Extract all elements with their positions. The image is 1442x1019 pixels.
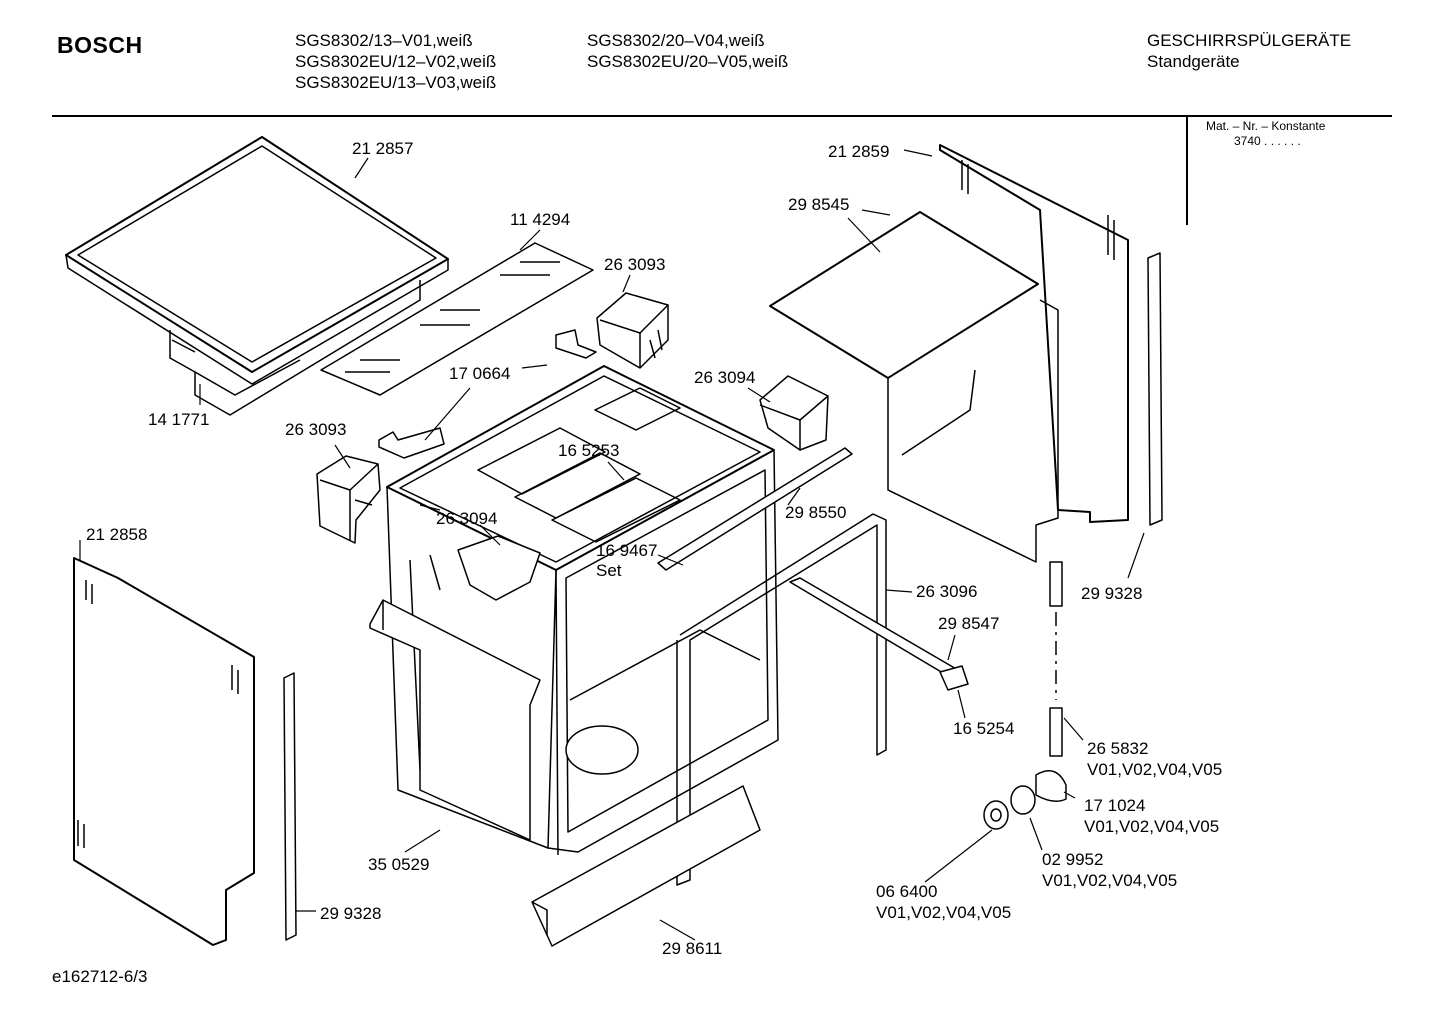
seal-part: [657, 447, 853, 571]
cover-part: [457, 535, 541, 601]
part-label: 26 5832: [1087, 739, 1149, 758]
bracket-part: [378, 329, 597, 459]
side-strip-part: [283, 672, 297, 941]
cover-part: [316, 455, 381, 544]
side-panel-part: [939, 144, 1129, 523]
part-label: 26 3093: [285, 420, 347, 439]
part-label: 16 9467: [596, 541, 658, 560]
cover-part: [759, 375, 829, 451]
part-label: 29 8611: [662, 939, 723, 958]
part-label: 17 1024: [1084, 796, 1146, 815]
part-label: V01,V02,V04,V05: [1087, 760, 1223, 779]
part-label: 02 9952: [1042, 850, 1104, 869]
part-label: 26 3094: [436, 509, 498, 528]
category-title: GESCHIRRSPÜLGERÄTE: [1147, 31, 1352, 50]
part-label: V01,V02,V04,V05: [876, 903, 1012, 922]
mat-divider: [1186, 117, 1188, 225]
header-rule: [52, 115, 1392, 117]
model-list-1: SGS8302/13–V01,weiß SGS8302EU/12–V02,wei…: [295, 30, 496, 93]
part-label: 26 3093: [604, 255, 666, 274]
part-label: V01,V02,V04,V05: [1042, 871, 1178, 890]
hose-part: [983, 561, 1067, 830]
part-label: 29 8547: [938, 614, 1000, 633]
part-label: 21 2858: [86, 525, 148, 544]
leader-lines: [79, 149, 1145, 941]
part-label: 11 4294: [510, 210, 571, 229]
front-panel-part: [369, 599, 541, 841]
part-label: 14 1771: [148, 410, 210, 429]
part-label: 21 2857: [352, 139, 414, 158]
part-label: 29 8545: [788, 195, 850, 214]
model-item: SGS8302/13–V01,weiß: [295, 31, 473, 50]
part-label: 21 2859: [828, 142, 890, 161]
back-panel-part: [769, 211, 1059, 563]
rail-part: [789, 577, 969, 691]
model-item: SGS8302EU/12–V02,weiß: [295, 52, 497, 71]
part-label: V01,V02,V04,V05: [1084, 817, 1220, 836]
part-label: 16 5254: [953, 719, 1015, 738]
part-label: 35 0529: [368, 855, 430, 874]
mat-value: 3740 . . . . . .: [1234, 134, 1301, 148]
model-item: SGS8302/20–V04,weiß: [587, 31, 765, 50]
part-label: 29 9328: [1081, 584, 1143, 603]
model-item: SGS8302EU/20–V05,weiß: [587, 52, 789, 71]
tub-part: [386, 365, 779, 856]
model-item: SGS8302EU/13–V03,weiß: [295, 73, 497, 92]
plinth-part: [531, 785, 761, 947]
door-seal-part: [676, 513, 887, 886]
cover-part: [596, 292, 669, 369]
part-label: 29 9328: [320, 904, 382, 923]
mat-block: Mat. – Nr. – Konstante 3740 . . . . . .: [1206, 119, 1325, 149]
part-label: 17 0664: [449, 364, 511, 383]
worktop-part: [65, 136, 449, 416]
category-subtitle: Standgeräte: [1147, 52, 1240, 71]
part-label: 06 6400: [876, 882, 938, 901]
side-strip-part: [1147, 252, 1163, 526]
part-label: 16 5253: [558, 441, 620, 460]
part-label: 26 3094: [694, 368, 756, 387]
brand-logo: BOSCH: [57, 32, 143, 58]
model-list-2: SGS8302/20–V04,weiß SGS8302EU/20–V05,wei…: [587, 30, 788, 72]
category-block: GESCHIRRSPÜLGERÄTE Standgeräte: [1147, 30, 1351, 72]
label-sheet-part: [320, 242, 594, 396]
drawing-code: e162712-6/3: [52, 967, 148, 986]
side-panel-part: [73, 557, 255, 946]
mat-label: Mat. – Nr. – Konstante: [1206, 119, 1326, 133]
part-label: 29 8550: [785, 503, 847, 522]
part-label: Set: [596, 561, 622, 580]
part-label: 26 3096: [916, 582, 978, 601]
